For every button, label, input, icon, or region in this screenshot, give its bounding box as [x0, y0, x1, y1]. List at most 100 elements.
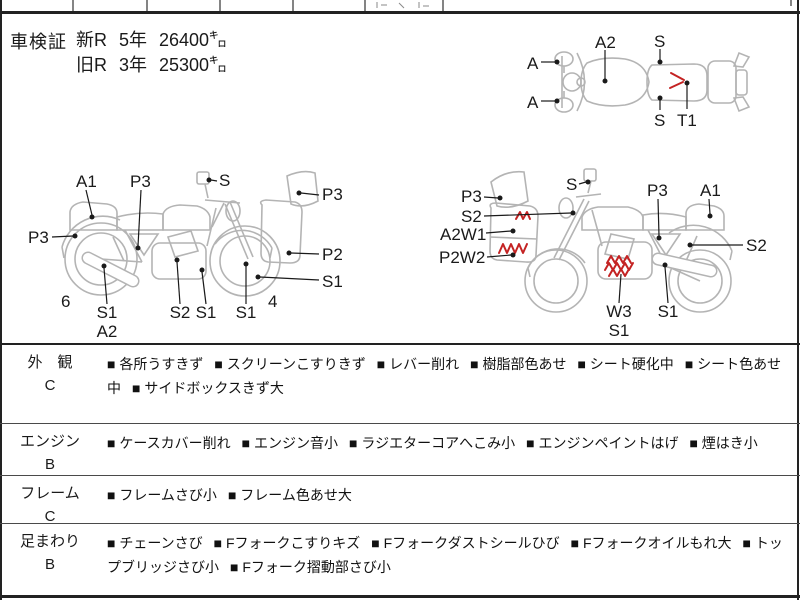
- defect-item: ■ シート硬化中: [577, 356, 674, 372]
- label-s2-shock: S2: [746, 236, 767, 255]
- seat-top: [646, 63, 708, 102]
- era-label: 新R: [76, 30, 107, 50]
- label-p3-fender: P3: [28, 228, 49, 247]
- muffler: [83, 253, 138, 286]
- label-s2-bar: S2: [461, 207, 482, 226]
- label-a1-tail: A1: [700, 181, 721, 200]
- left-border: [0, 0, 2, 600]
- label-p3-screen: P3: [461, 187, 482, 206]
- box-lid: [286, 170, 319, 207]
- label-s2-engine: S2: [170, 303, 191, 322]
- seat-damage-mark: [669, 72, 685, 89]
- label-a1: A1: [76, 172, 97, 191]
- defect-list: ■ フレームさび小■ フレーム色あせ大: [107, 476, 786, 508]
- defect-item: ■ エンジンペイントはげ: [526, 435, 679, 451]
- mirror: [196, 171, 210, 185]
- defect-item: ■ フレームさび小: [107, 487, 217, 503]
- label-a2w1: A2W1: [440, 225, 486, 244]
- defect-item: ■ レバー削れ: [376, 356, 460, 372]
- registration-title: 車検証: [10, 32, 67, 52]
- defect-item: ■ エンジン音小: [241, 435, 339, 451]
- inspection-row-frame: フレーム C ■ フレームさび小■ フレーム色あせ大: [0, 475, 800, 526]
- damage-marks: [498, 211, 634, 277]
- mileage-value: 26400㌔: [159, 30, 228, 50]
- mirror: [583, 168, 597, 182]
- headlight: [558, 197, 574, 219]
- category-name: 足まわり: [19, 533, 80, 550]
- defect-item: ■ ケースカバー削れ: [107, 435, 231, 451]
- label-number-4: 4: [268, 292, 277, 311]
- defect-list: ■ チェーンさび■ Fフォークこすりキズ■ Fフォークダストシールひび■ Fフォ…: [107, 524, 786, 579]
- defect-item: ■ トップブリッジさび小: [107, 535, 783, 575]
- fuel-tank: [162, 204, 211, 231]
- label-s1-fork: S1: [236, 303, 257, 322]
- seat: [642, 212, 687, 231]
- tail-cowl: [685, 203, 725, 231]
- defect-list: ■ 各所うすきず■ スクリーンこすりきず■ レバー削れ■ 樹脂部色あせ■ シート…: [107, 345, 786, 400]
- category-label: エンジン B: [2, 432, 98, 474]
- label-s1-muffler: S1: [658, 302, 679, 321]
- tail-cowl: [69, 201, 118, 231]
- defect-item: ■ シート色あせ中: [107, 356, 782, 396]
- defect-item: ■ 各所うすきず: [107, 356, 204, 372]
- label-p2w2: P2W2: [439, 248, 485, 267]
- category-name: 外 観: [27, 354, 73, 371]
- fuel-tank-top: [580, 57, 650, 107]
- inspection-row-engine: エンジン B ■ ケースカバー削れ■ エンジン音小■ ラジエターコアへこみ小■ …: [0, 423, 800, 475]
- category-label: 外 観 C: [2, 353, 98, 395]
- label-s-bottom: S: [654, 111, 665, 130]
- defect-item: ■ Fフォーク摺動部さび小: [230, 558, 391, 575]
- front-wheel: [524, 249, 588, 313]
- defect-item: ■ スクリーンこすりきず: [214, 356, 366, 372]
- defect-item: ■ Fフォークこすりキズ: [213, 535, 361, 551]
- years-value: 3年: [119, 55, 148, 75]
- label-a-top: A: [527, 54, 539, 73]
- grade-value: C: [44, 508, 56, 525]
- headlight: [225, 200, 241, 222]
- defect-item: ■ ラジエターコアへこみ小: [349, 435, 516, 451]
- engine: [151, 242, 207, 280]
- defect-item: ■ 煙はき小: [689, 435, 758, 451]
- label-p3-box: P3: [322, 185, 343, 204]
- fuel-tank: [581, 206, 644, 231]
- muffler: [653, 254, 716, 276]
- rear-wheel: [64, 222, 138, 296]
- label-s1-engine: S1: [609, 321, 630, 340]
- side-box: [259, 199, 303, 264]
- side-cover: [128, 233, 160, 257]
- category-name: フレーム: [20, 485, 80, 502]
- top-divider: [0, 11, 800, 14]
- defect-list: ■ ケースカバー削れ ■ エンジン音小 ■ ラジエターコアへこみ小 ■ エンジンペイン…: [107, 424, 786, 456]
- right-side-diagram: P3 S2 A2W1 P2W2 S P3 A1 S2 W3 S1 S1: [439, 168, 767, 340]
- top-table-strip: [0, 0, 800, 14]
- defect-item: ■ Fフォークダストシールひび: [371, 535, 560, 551]
- category-name: エンジン: [19, 433, 80, 450]
- defect-item: ■ サイドボックスきず大: [132, 379, 284, 396]
- defect-item: ■ 樹脂部色あせ: [470, 356, 567, 372]
- label-s1-wheel: S1: [322, 272, 343, 291]
- label-a2: A2: [595, 33, 616, 52]
- inspection-table: 外 観 C ■ 各所うすきず ■ スクリーンこすりきず ■ レバー削れ ■ 樹脂部色あ…: [0, 343, 800, 598]
- label-p2-box: P2: [322, 245, 343, 264]
- era-label: 旧R: [76, 55, 107, 75]
- registration-row-old: 旧R 3年 25300㌔: [76, 53, 227, 78]
- grade-value: C: [44, 377, 56, 394]
- label-w3: W3: [606, 302, 632, 321]
- inspection-row-undercarriage: 足まわり B ■ チェーンさび■ Fフォークこすりキズ■ Fフォークダストシール…: [0, 523, 800, 595]
- label-number-6: 6: [61, 292, 70, 311]
- label-p3-seat: P3: [130, 172, 151, 191]
- category-label: フレーム C: [2, 484, 98, 526]
- years-value: 5年: [119, 30, 148, 50]
- right-border: [797, 0, 799, 600]
- label-a-bottom: A: [527, 93, 539, 112]
- registration-row-new: 新R 5年 26400㌔: [76, 28, 227, 53]
- label-s-top: S: [654, 32, 665, 51]
- side-cover: [650, 233, 682, 257]
- mileage-value: 25300㌔: [159, 55, 228, 75]
- top-view-diagram: A A A2 S S T1: [527, 32, 751, 130]
- label-p3-cover: P3: [647, 181, 668, 200]
- label-s-mirror: S: [566, 175, 577, 194]
- fairing-box: [489, 202, 539, 263]
- label-s-mirror: S: [219, 171, 230, 190]
- label-s1-muffler: S1: [97, 303, 118, 322]
